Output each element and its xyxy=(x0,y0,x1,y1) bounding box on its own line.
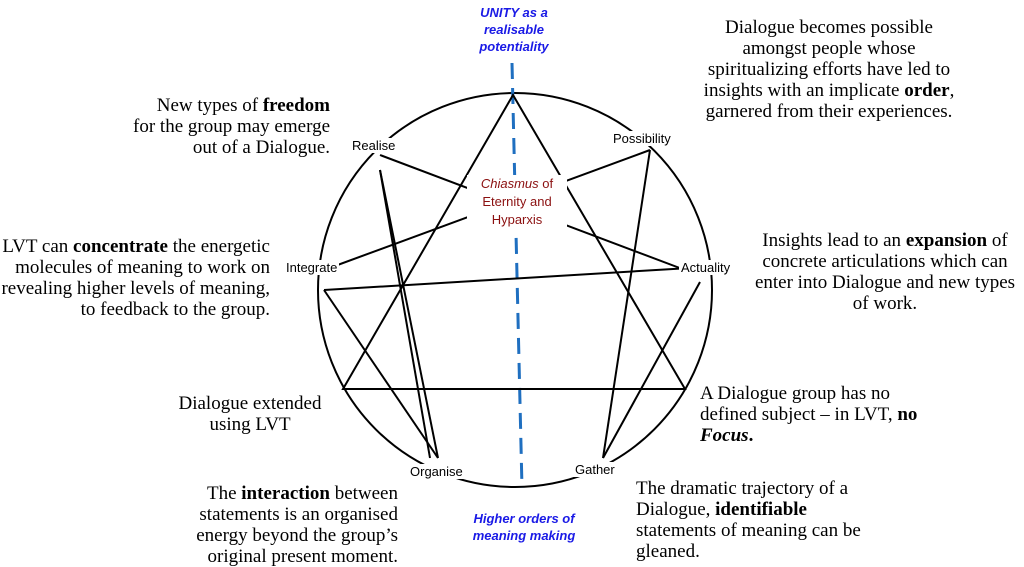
note-identifiable-bold: identifiable xyxy=(715,499,807,520)
hexad-line-integrate-actuality xyxy=(323,267,691,291)
note-interaction: The interaction between statements is an… xyxy=(168,483,398,567)
note-extended: Dialogue extended using LVT xyxy=(160,393,340,435)
note-possibility-post: , garnered from their experiences. xyxy=(705,80,955,122)
center-of: of xyxy=(538,176,554,191)
note-concentrate-bold: concentrate xyxy=(73,236,168,257)
top-axis-label: UNITY as a realisable potentiality xyxy=(479,5,549,54)
note-identifiable-post: statements of meaning can be gleaned. xyxy=(636,520,861,562)
note-interaction-post: between statements is an organised energ… xyxy=(196,483,398,567)
hexad-line-gather-possibility xyxy=(602,149,651,459)
node-integrate: Integrate xyxy=(284,260,340,275)
note-extended-text: Dialogue extended using LVT xyxy=(178,393,322,435)
note-focus-pre: A Dialogue group has no defined subject … xyxy=(700,383,898,425)
center-label: Chiasmus of Eternity and Hyparxis xyxy=(467,175,567,229)
note-freedom-post: for the group may emerge out of a Dialog… xyxy=(133,116,330,158)
note-focus-bold: no xyxy=(897,404,918,425)
note-concentrate: LVT can concentrate the energetic molecu… xyxy=(0,236,270,320)
note-expansion-post: of concrete articulations which can ente… xyxy=(754,230,1016,314)
bottom-axis-label: Higher orders of meaning making xyxy=(472,511,576,543)
note-focus: A Dialogue group has no defined subject … xyxy=(700,383,930,446)
hexad-line-realise-organise xyxy=(379,169,439,459)
note-expansion-bold: expansion xyxy=(905,230,988,251)
note-possibility: Dialogue becomes possible amongst people… xyxy=(694,17,964,122)
node-gather: Gather xyxy=(573,462,617,477)
node-actuality: Actuality xyxy=(679,260,733,275)
hexad-line-actuality-gather xyxy=(602,281,701,459)
center-rest: Eternity and Hyparxis xyxy=(482,194,552,227)
inner-triangle xyxy=(341,93,687,390)
node-realise: Realise xyxy=(350,138,398,153)
vertical-axis xyxy=(510,62,524,489)
chiasmus-word: Chiasmus xyxy=(480,176,539,191)
note-concentrate-post: the energetic molecules of meaning to wo… xyxy=(1,236,270,320)
note-expansion-pre: Insights lead to an xyxy=(762,230,906,251)
note-freedom-bold: freedom xyxy=(262,95,330,116)
hexad-line-organise-integrate xyxy=(323,289,439,459)
node-possibility: Possibility xyxy=(611,131,673,146)
note-freedom-pre: New types of xyxy=(156,95,263,116)
node-organise: Organise xyxy=(408,464,465,479)
note-freedom: New types of freedom for the group may e… xyxy=(130,95,330,158)
note-expansion: Insights lead to an expansion of concret… xyxy=(746,230,1024,314)
note-possibility-pre: Dialogue becomes possible amongst people… xyxy=(703,17,951,101)
note-identifiable-pre: The dramatic trajectory of a Dialogue, xyxy=(636,478,849,520)
note-possibility-bold: order xyxy=(904,80,950,101)
note-interaction-pre: The xyxy=(206,483,242,504)
outer-circle xyxy=(317,92,713,488)
note-interaction-bold: interaction xyxy=(241,483,330,504)
note-focus-post: . xyxy=(748,425,754,446)
note-focus-bolditalic: Focus xyxy=(700,425,749,446)
note-identifiable: The dramatic trajectory of a Dialogue, i… xyxy=(636,478,886,562)
hexad-line-realise-organise-2 xyxy=(379,169,431,459)
note-concentrate-pre: LVT can xyxy=(2,236,74,257)
